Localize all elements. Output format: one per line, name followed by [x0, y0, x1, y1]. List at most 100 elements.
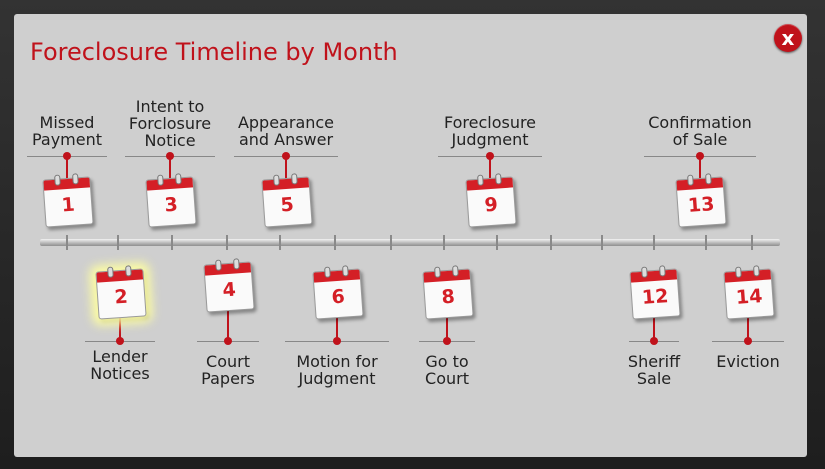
calendar-ring [215, 259, 222, 271]
calendar-month-number: 2 [113, 285, 129, 309]
calendar-ring [342, 265, 349, 277]
calendar-ring [54, 174, 61, 186]
milestone-connector [169, 156, 171, 180]
calendar-ring [324, 266, 331, 278]
milestone-dot [486, 152, 494, 160]
calendar-ring [477, 174, 484, 186]
milestone-dot [224, 337, 232, 345]
calendar-month-4-icon[interactable]: 4 [203, 258, 255, 313]
timeline-tick [334, 235, 336, 250]
timeline-tick [443, 235, 445, 250]
milestone-connector [119, 314, 121, 341]
timeline-tick [171, 235, 173, 250]
milestone-label-line: Judgment [451, 130, 529, 149]
milestone-dot [650, 337, 658, 345]
milestone-label-line: Eviction [716, 352, 780, 371]
milestone-connector [747, 314, 749, 341]
calendar-month-number: 8 [440, 285, 456, 309]
timeline-bar [40, 239, 780, 246]
calendar-month-6-icon[interactable]: 6 [312, 265, 364, 320]
timeline-tick [390, 235, 392, 250]
calendar-ring [107, 266, 114, 278]
milestone-label-line: Papers [201, 369, 255, 388]
calendar-month-2-icon[interactable]: 2 [95, 265, 147, 320]
milestone-dot [282, 152, 290, 160]
calendar-month-number: 12 [641, 285, 670, 309]
calendar-ring [233, 258, 240, 270]
milestone-connector [336, 314, 338, 341]
milestone-connector [227, 307, 229, 341]
timeline-tick [653, 235, 655, 250]
timeline-tick [279, 235, 281, 250]
calendar-ring [291, 173, 298, 185]
milestone-connector [489, 156, 491, 180]
page-title: Foreclosure Timeline by Month [30, 38, 398, 66]
calendar-month-14-icon[interactable]: 14 [723, 265, 775, 320]
calendar-month-number: 5 [279, 193, 295, 217]
calendar-month-3-icon[interactable]: 3 [145, 173, 197, 228]
timeline-tick [66, 235, 68, 250]
calendar-ring [175, 173, 182, 185]
calendar-month-number: 4 [221, 278, 237, 302]
calendar-month-number: 1 [60, 193, 76, 217]
close-icon: x [781, 26, 795, 50]
milestone-label-line: Court [425, 369, 469, 388]
timeline-tick [705, 235, 707, 250]
milestone-connector [653, 314, 655, 341]
calendar-month-1-icon[interactable]: 1 [42, 173, 94, 228]
milestone-label-line: Sale [636, 369, 672, 388]
milestone-connector [699, 156, 701, 180]
calendar-ring [72, 173, 79, 185]
milestone-label-line: Notice [144, 131, 196, 150]
calendar-month-9-icon[interactable]: 9 [465, 173, 517, 228]
milestone-label-line: Go to [425, 352, 469, 371]
calendar-ring [273, 174, 280, 186]
milestone-dot [116, 337, 124, 345]
close-button[interactable]: x [774, 24, 802, 52]
calendar-month-8-icon[interactable]: 8 [422, 265, 474, 320]
timeline-tick [601, 235, 603, 250]
milestone-label-line: Foreclosure [443, 113, 537, 132]
milestone-connector [446, 314, 448, 341]
timeline-tick [496, 235, 498, 250]
milestone-label-line: Forclosure [128, 114, 212, 133]
milestone-label-line: Sheriff [627, 352, 681, 371]
milestone-label-line: and Answer [238, 130, 334, 149]
calendar-ring [495, 173, 502, 185]
milestone-label-line: Payment [31, 130, 103, 149]
calendar-month-number: 9 [483, 193, 499, 217]
timeline-tick [751, 235, 753, 250]
milestone-dot [696, 152, 704, 160]
milestone-label-line: Appearance [237, 113, 335, 132]
calendar-ring [157, 174, 164, 186]
milestone-label-line: of Sale [672, 130, 728, 149]
milestone-dot [744, 337, 752, 345]
calendar-month-number: 6 [330, 285, 346, 309]
calendar-ring [434, 266, 441, 278]
milestone-connector [66, 156, 68, 180]
milestone-dot [63, 152, 71, 160]
timeline-tick [550, 235, 552, 250]
calendar-ring [452, 265, 459, 277]
calendar-ring [753, 265, 760, 277]
calendar-month-13-icon[interactable]: 13 [675, 173, 727, 228]
milestone-label-line: Judgment [298, 369, 376, 388]
calendar-month-12-icon[interactable]: 12 [629, 265, 681, 320]
calendar-ring [125, 265, 132, 277]
milestone-label-line: Lender [92, 347, 148, 366]
milestone-label-line: Missed [39, 113, 95, 132]
milestone-label-line: Intent to [135, 97, 205, 116]
calendar-ring [705, 173, 712, 185]
calendar-ring [687, 174, 694, 186]
milestone-label: Eviction [678, 353, 818, 370]
calendar-month-5-icon[interactable]: 5 [261, 173, 313, 228]
